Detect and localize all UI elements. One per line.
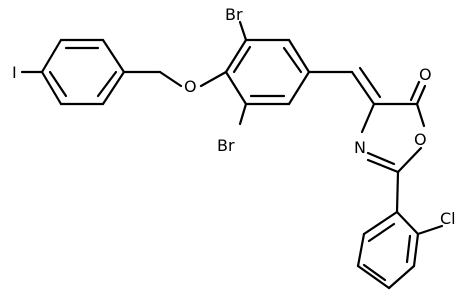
ether-oxygen-label: O	[184, 77, 197, 96]
bond	[396, 146, 423, 174]
bonds	[20, 20, 444, 290]
bond	[366, 151, 396, 166]
bond	[287, 38, 311, 74]
bromine-bottom-label: Br	[217, 136, 235, 155]
bond	[224, 38, 248, 74]
bond	[362, 263, 387, 282]
bond	[405, 234, 412, 264]
bond	[395, 170, 400, 214]
bond	[367, 222, 396, 243]
bond	[101, 70, 126, 106]
bond	[287, 70, 311, 106]
ring-oxygen-label: O	[414, 130, 427, 149]
bond	[387, 264, 416, 290]
bond	[158, 70, 183, 88]
bond	[409, 80, 421, 102]
bond	[232, 45, 252, 74]
bond	[360, 102, 376, 134]
bond	[412, 232, 420, 268]
bond	[356, 232, 366, 268]
bond	[224, 70, 248, 106]
bond	[101, 38, 126, 74]
bond	[238, 102, 248, 126]
iodine-label: I	[12, 63, 17, 82]
bond	[358, 66, 382, 99]
bond	[362, 210, 399, 236]
bond	[282, 46, 303, 74]
bond	[96, 70, 118, 98]
bond	[350, 70, 376, 106]
bond	[199, 70, 228, 88]
bond	[395, 210, 420, 236]
bond	[40, 70, 63, 106]
bond	[40, 38, 63, 74]
carbonyl-oxygen-label: O	[419, 65, 432, 84]
bond	[238, 20, 248, 42]
bond	[415, 102, 426, 128]
bond	[416, 224, 444, 236]
bond	[366, 158, 400, 174]
bond	[356, 264, 391, 290]
nitrogen-label: N	[354, 138, 366, 157]
bond	[415, 84, 427, 106]
chlorine-label: Cl	[440, 209, 456, 228]
bond	[48, 70, 68, 98]
bromine-top-label: Br	[225, 5, 243, 24]
atom-labels: I O Br Br O N O Cl	[12, 5, 456, 228]
